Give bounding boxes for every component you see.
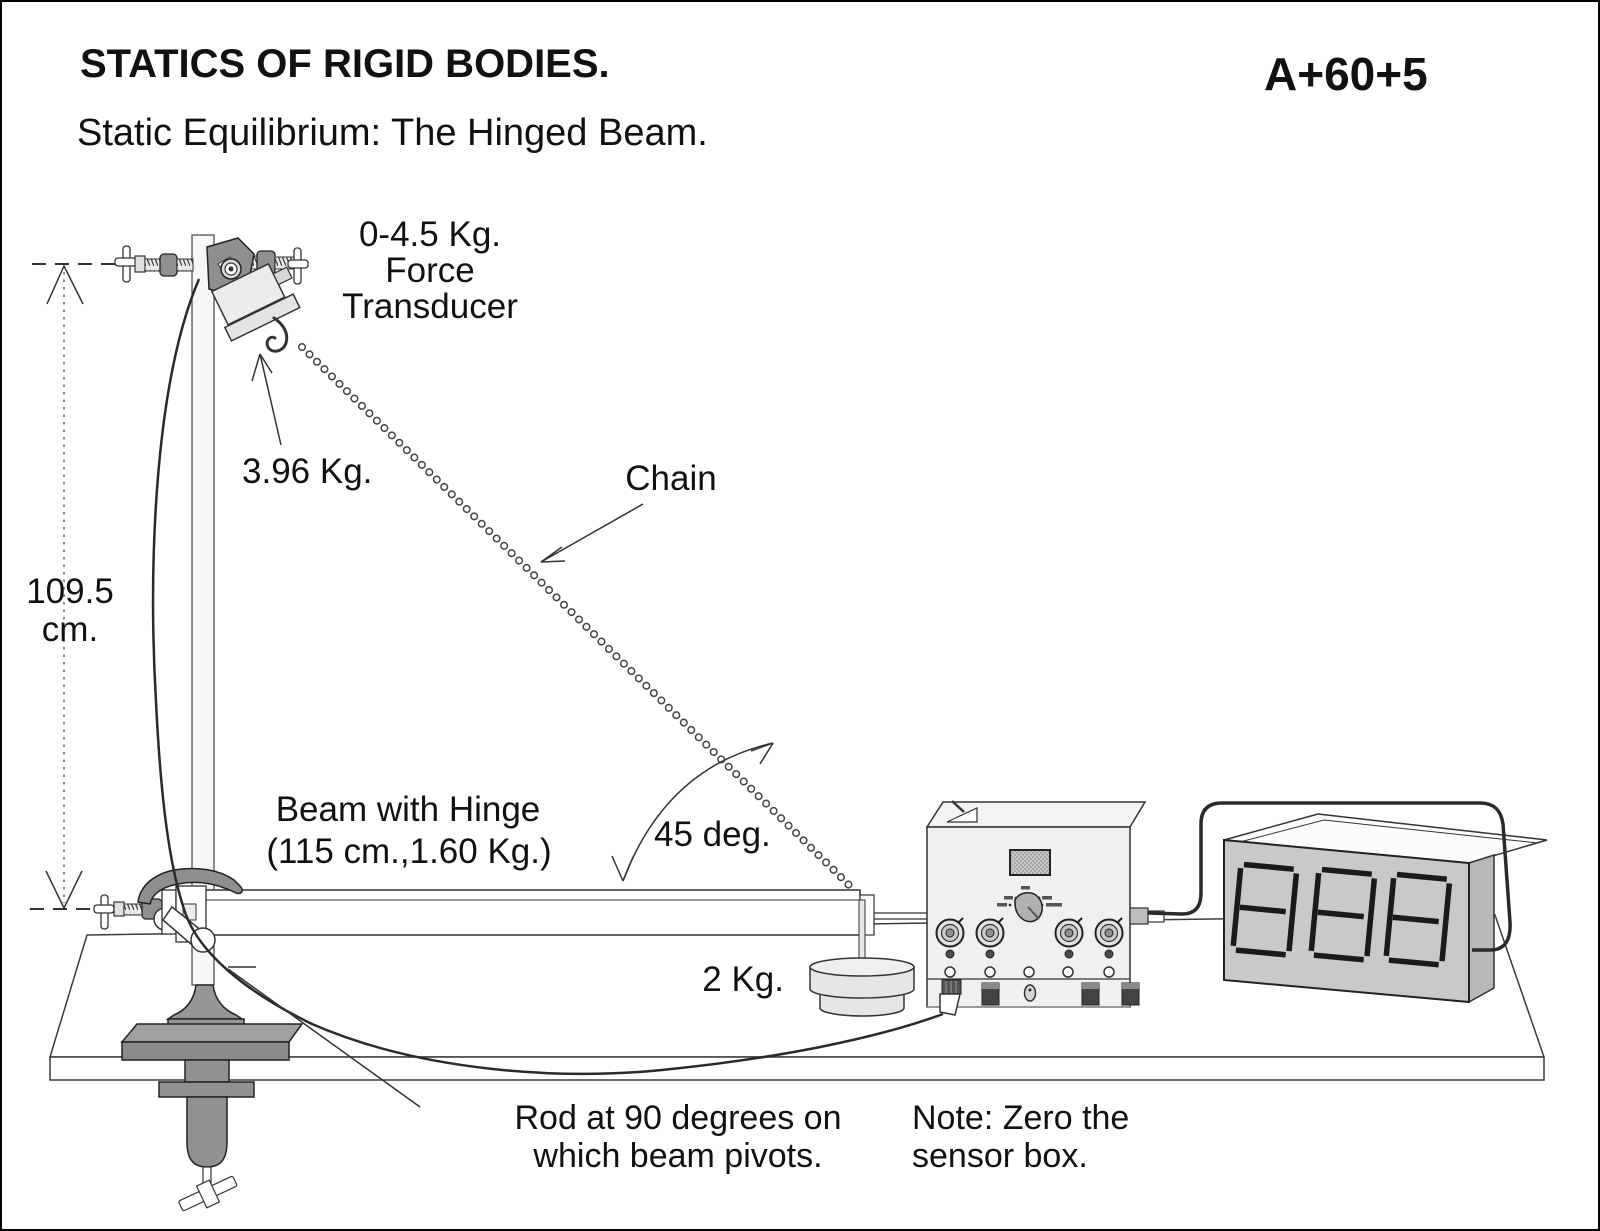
- hanging-weight: [809, 899, 915, 1017]
- rotary-selector[interactable]: [997, 886, 1062, 923]
- sensor-note-line2: sensor box.: [912, 1137, 1088, 1175]
- height-value: 109.5: [26, 572, 114, 611]
- rod-note-pointer: [227, 966, 421, 1108]
- beam-label-line1: Beam with Hinge: [276, 790, 541, 829]
- height-unit: cm.: [42, 610, 98, 649]
- experiment-code: A+60+5: [1264, 48, 1428, 100]
- sensor-box: [925, 800, 1165, 1016]
- reading-arrow-icon: [251, 353, 282, 446]
- seven-segment-digits: [1230, 861, 1453, 968]
- page-title: STATICS OF RIGID BODIES.: [80, 42, 610, 86]
- sensor-note-line1: Note: Zero the: [912, 1099, 1129, 1137]
- weight-label: 2 Kg.: [702, 960, 784, 999]
- lab-table: [48, 914, 1546, 1081]
- bnc-connectors[interactable]: [935, 917, 1124, 948]
- clamp-screw-handle: [178, 1175, 238, 1212]
- display-box: [1223, 813, 1548, 1004]
- reading-label: 3.96 Kg.: [242, 452, 372, 491]
- bottom-ports[interactable]: [981, 982, 1140, 1006]
- dimension-arrow-down-icon: [45, 870, 83, 910]
- angle-arc-icon: [611, 742, 774, 882]
- beam-label-line2: (115 cm.,1.60 Kg.): [266, 832, 551, 871]
- display-cable: [1147, 801, 1512, 952]
- transducer-label-line3: Transducer: [342, 287, 518, 326]
- transducer-label-line1: 0-4.5 Kg.: [359, 215, 501, 254]
- rod-note-line2: which beam pivots.: [532, 1137, 822, 1175]
- readout-window: [1009, 849, 1051, 876]
- power-toggle-icon: [946, 807, 978, 823]
- force-transducer: [206, 237, 301, 353]
- sensor-output-connector[interactable]: [1129, 907, 1165, 925]
- dimension-arrow-up-icon: [46, 264, 84, 305]
- chain-arrow-icon: [540, 503, 644, 563]
- transducer-label-line2: Force: [385, 251, 474, 290]
- beam: [181, 889, 927, 936]
- panel-holes: [944, 966, 1115, 978]
- sensor-input-plug[interactable]: [939, 979, 962, 1016]
- hook-icon: [265, 316, 289, 353]
- rod-note-line1: Rod at 90 degrees on: [514, 1099, 841, 1137]
- chain-label: Chain: [625, 459, 716, 498]
- height-dimension: [30, 263, 124, 910]
- indicator-leds: [945, 949, 1114, 959]
- angle-label: 45 deg.: [654, 815, 771, 854]
- transducer-cable: [151, 278, 944, 1076]
- chain: [298, 343, 858, 894]
- page-subtitle: Static Equilibrium: The Hinged Beam.: [77, 112, 708, 154]
- table-clamp-base: [120, 984, 304, 1212]
